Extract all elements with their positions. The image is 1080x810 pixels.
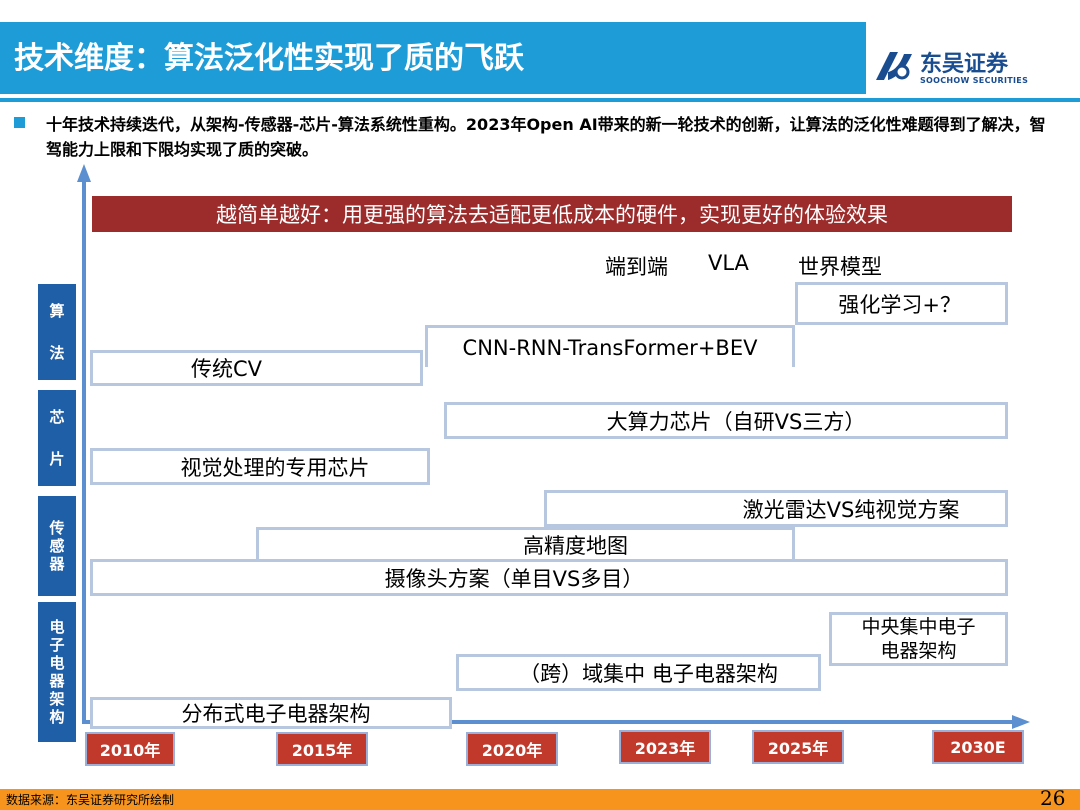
box-high-compute-chip: 大算力芯片（自研VS三方） (444, 402, 1008, 439)
dimension-char: 器 (49, 555, 65, 573)
dimension-char: 器 (49, 672, 65, 690)
source-note: 数据来源：东吴证券研究所绘制 (6, 793, 175, 807)
year-2023: 2023年 (619, 730, 711, 764)
footer-bar (0, 789, 1080, 810)
page-number: 26 (1040, 786, 1066, 810)
year-2030e: 2030E (932, 730, 1024, 764)
dimension-label-sensor: 传 感 器 (38, 496, 76, 596)
dimension-char: 法 (49, 344, 65, 362)
intro-text: 十年技术持续迭代，从架构-传感器-芯片-算法系统性重构。2023年Open AI… (46, 115, 1046, 159)
dimension-char: 片 (49, 450, 65, 468)
strategy-banner: 越简单越好：用更强的算法去适配更低成本的硬件，实现更好的体验效果 (92, 196, 1012, 232)
box-central-ee-architecture: 中央集中电子 电器架构 (829, 612, 1008, 666)
year-2010: 2010年 (85, 732, 175, 766)
logo-english-name: SOOCHOW SECURITIES (920, 76, 1029, 85)
box-domain-ee-architecture: （跨）域集中 电子电器架构 (456, 654, 821, 691)
central-arch-line: 中央集中电子 (861, 616, 976, 638)
logo-name: 东吴证券 (920, 52, 1009, 77)
dimension-char: 电 (49, 654, 65, 672)
dimension-label-algorithm: 算 法 (38, 284, 76, 380)
dimension-char: 构 (49, 708, 65, 726)
header-rule (0, 98, 1080, 102)
box-cnn-transformer-bev: CNN-RNN-TransFormer+BEV (425, 325, 795, 367)
soochow-logo-icon (876, 52, 912, 80)
box-reinforcement-learning: 强化学习+？ (795, 282, 1008, 325)
dimension-char: 电 (49, 618, 65, 636)
dimension-char: 感 (49, 537, 65, 555)
dimension-char: 算 (49, 302, 65, 320)
year-2025: 2025年 (752, 730, 844, 764)
dimension-char: 架 (49, 690, 65, 708)
dimension-char: 子 (49, 636, 65, 654)
label-world-model: 世界模型 (798, 255, 882, 279)
box-camera-solution: 摄像头方案（单目VS多目） (90, 559, 1008, 596)
dimension-char: 芯 (49, 408, 65, 426)
year-2015: 2015年 (276, 732, 368, 766)
box-distributed-ee-architecture: 分布式电子电器架构 (90, 697, 452, 729)
title-bar (0, 22, 866, 94)
page-title: 技术维度：算法泛化性实现了质的飞跃 (14, 41, 524, 76)
box-hd-map: 高精度地图 (256, 527, 795, 559)
box-vision-chip: 视觉处理的专用芯片 (90, 448, 430, 485)
year-2020: 2020年 (466, 732, 558, 766)
box-traditional-cv: 传统CV (90, 350, 423, 386)
logo (870, 44, 1080, 90)
central-arch-line: 电器架构 (880, 640, 957, 662)
dimension-label-architecture: 电 子 电 器 架 构 (38, 602, 76, 742)
label-end-to-end: 端到端 (605, 255, 668, 279)
dimension-char: 传 (49, 519, 65, 537)
bullet-square-icon (14, 117, 25, 128)
dimension-label-chip: 芯 片 (38, 390, 76, 486)
box-lidar-vs-vision: 激光雷达VS纯视觉方案 (544, 490, 1008, 527)
label-vla: VLA (708, 251, 749, 275)
